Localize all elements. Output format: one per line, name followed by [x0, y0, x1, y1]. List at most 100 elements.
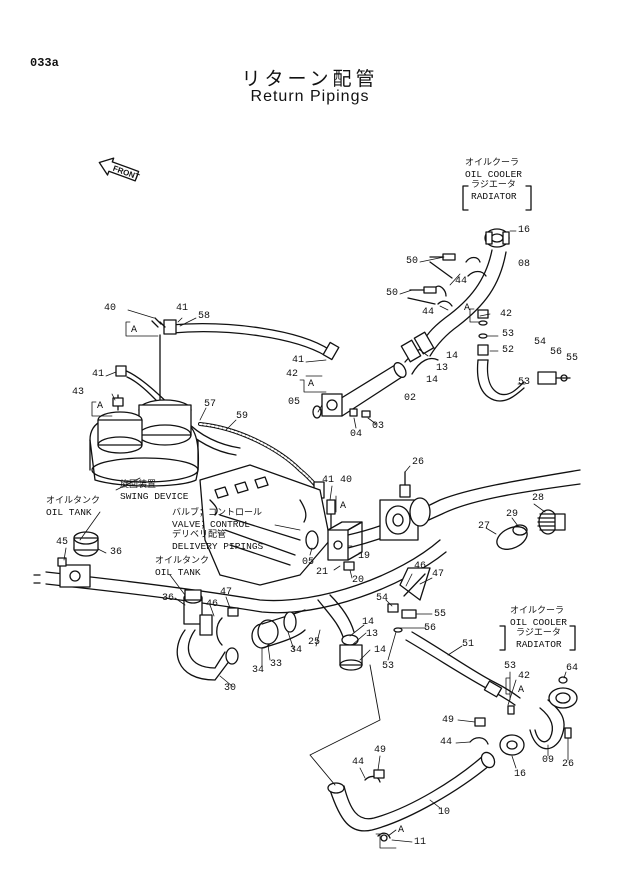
part-number: 34	[290, 645, 303, 656]
part-number: 36	[162, 593, 175, 604]
part-number: 42	[518, 671, 531, 682]
part-number: 49	[374, 745, 387, 756]
strainer-28	[537, 509, 566, 535]
part-number: 54	[376, 593, 389, 604]
part-number: 42	[500, 309, 513, 320]
part-number: 10	[438, 807, 451, 818]
bolt-50-lower	[409, 285, 447, 297]
oil-tank-mid-label: オイルタンク OIL TANK	[155, 556, 209, 578]
title-japanese: リターン配管	[241, 68, 379, 90]
part-number: 49	[442, 715, 455, 726]
radiator-top-en: RADIATOR	[471, 191, 517, 202]
part-number: 44	[455, 276, 468, 287]
part-number: A	[398, 825, 405, 836]
title-english: Return Pipings	[250, 88, 370, 105]
control-valve-label: バルブ；コントロール VALVE；CONTROL デリベリ配管 DELIVERY…	[172, 508, 263, 552]
part-number: 09	[542, 755, 555, 766]
part-number: 14	[374, 645, 387, 656]
part-number: 14	[426, 375, 439, 386]
part-number: 16	[514, 769, 527, 780]
part-number: 46	[206, 599, 219, 610]
part-number: 44	[352, 757, 365, 768]
oil-tank-left-jp: オイルタンク	[46, 496, 101, 506]
part-number: 64	[566, 663, 579, 674]
part-number: 53	[518, 377, 531, 388]
part-number: 27	[478, 521, 491, 532]
part-number: 05	[288, 397, 301, 408]
swing-device	[89, 399, 200, 487]
oil-tank-left-label: オイルタンク OIL TANK	[46, 496, 100, 518]
swing-device-label: 旋回装置 SWING DEVICE	[120, 480, 188, 502]
oil-cooler-top-jp: オイルクーラ	[465, 158, 520, 168]
part-number: 43	[72, 387, 85, 398]
oil-cooler-bottom-jp: オイルクーラ	[510, 606, 565, 616]
part-number: 08	[518, 259, 531, 270]
part-number: 55	[566, 353, 579, 364]
part-number: 14	[362, 617, 375, 628]
part-number: 44	[440, 737, 453, 748]
part-number: 41	[92, 369, 105, 380]
part-number: 40	[340, 475, 353, 486]
part-number: 58	[198, 311, 211, 322]
oil-cooler-bottom-en: OIL COOLER	[510, 617, 568, 628]
part-number: A	[518, 685, 525, 696]
part-number: 26	[412, 457, 425, 468]
part-number: 55	[434, 609, 447, 620]
part-number: 42	[286, 369, 299, 380]
part-number: 44	[422, 307, 435, 318]
part-number: 46	[414, 561, 427, 572]
part-number: 34	[252, 665, 265, 676]
part-number: 29	[506, 509, 519, 520]
part-number: 13	[366, 629, 379, 640]
control-valve	[199, 464, 331, 586]
part-number: 21	[316, 567, 329, 578]
radiator-bottom-jp: ラジエータ	[516, 628, 561, 638]
front-arrow-icon: FRONT	[98, 157, 141, 182]
part-number: 04	[350, 429, 363, 440]
delivery-pipings-en: DELIVERY PIPINGS	[172, 541, 264, 552]
part-number: 47	[220, 587, 233, 598]
oil-cooler-top-label: オイルクーラ OIL COOLER ラジエータ RADIATOR	[465, 158, 522, 202]
part-number: 28	[532, 493, 545, 504]
part-number: 51	[462, 639, 475, 650]
part-number: A	[97, 401, 104, 412]
part-number: 57	[204, 399, 217, 410]
part-number: 11	[414, 837, 427, 848]
page-reference: 033a	[30, 56, 59, 70]
part-number: A	[340, 501, 347, 512]
part-number: 41	[176, 303, 189, 314]
part-number: 53	[504, 661, 517, 672]
part-number: 47	[432, 569, 445, 580]
part-number: 56	[550, 347, 563, 358]
oil-tank-left-en: OIL TANK	[46, 507, 92, 518]
part-number: 52	[502, 345, 515, 356]
oil-cooler-top-en: OIL COOLER	[465, 169, 523, 180]
part-number: 56	[424, 623, 437, 634]
part-number: 41	[292, 355, 305, 366]
part-number: 50	[386, 288, 399, 299]
part-number: 45	[56, 537, 69, 548]
radiator-top-jp: ラジエータ	[471, 180, 516, 190]
oil-tank-mid-jp: オイルタンク	[155, 556, 210, 566]
part-number: A	[308, 379, 315, 390]
part-number: 36	[110, 547, 123, 558]
radiator-bottom-en: RADIATOR	[516, 639, 562, 650]
part-number: 05	[302, 557, 315, 568]
part-number: 19	[358, 551, 371, 562]
part-number: 25	[308, 637, 321, 648]
part-number: 02	[404, 393, 417, 404]
flange-16-top	[484, 228, 510, 248]
part-number: 13	[436, 363, 449, 374]
swing-device-en: SWING DEVICE	[120, 491, 189, 502]
delivery-pipings-jp: デリベリ配管	[172, 530, 227, 540]
control-valve-en: VALVE；CONTROL	[172, 519, 250, 530]
part-number: 03	[372, 421, 385, 432]
control-valve-jp: バルブ；コントロール	[172, 508, 263, 518]
part-number: 20	[352, 575, 365, 586]
part-number: 50	[406, 256, 419, 267]
oil-tank-mid-en: OIL TANK	[155, 567, 201, 578]
part-number: 59	[236, 411, 249, 422]
part-number: 53	[502, 329, 515, 340]
part-number: 41	[322, 475, 335, 486]
